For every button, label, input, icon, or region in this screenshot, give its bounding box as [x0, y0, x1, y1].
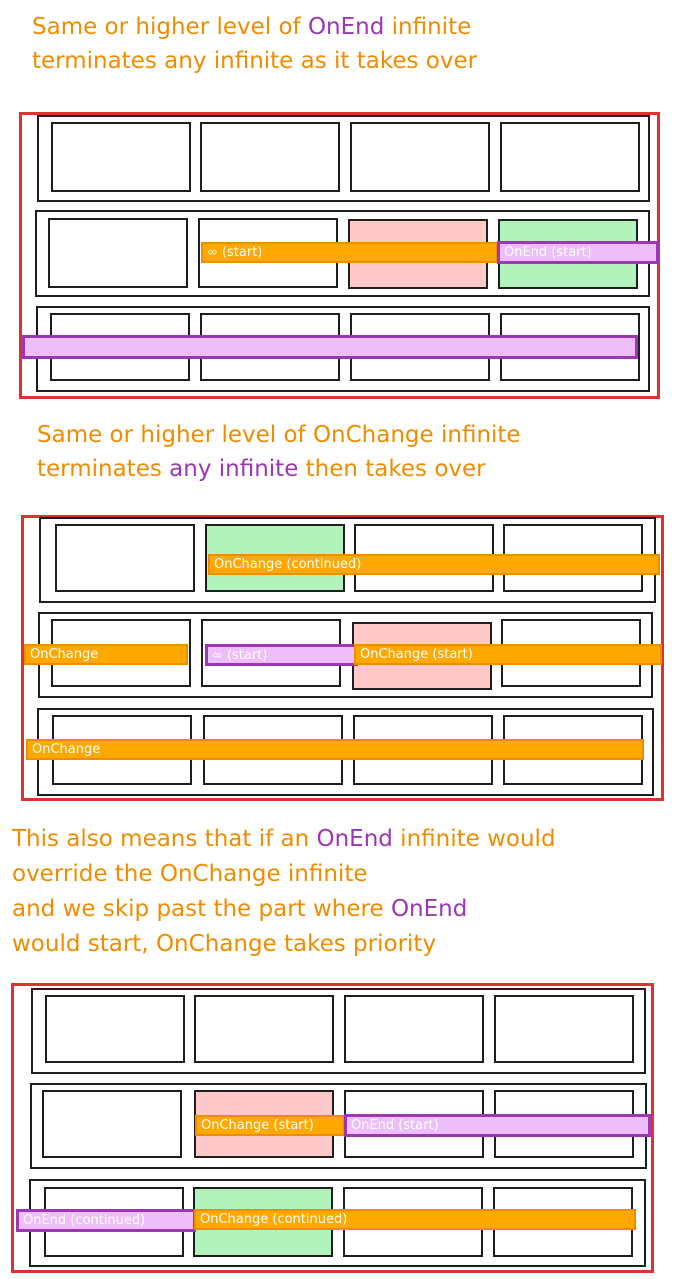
section3-caption-line2: override the OnChange infinite	[12, 861, 368, 887]
caption-text: Same or higher level of	[32, 14, 308, 40]
caption-text: then takes over	[298, 456, 486, 482]
section1-caption-line1: Same or higher level of OnEnd infinite	[32, 10, 471, 44]
section1-r1-cell3	[350, 122, 490, 192]
section3-r2-cell1	[42, 1090, 182, 1158]
section3-row1	[31, 988, 646, 1074]
section1-r1-cell4	[500, 122, 640, 192]
section2-caption-line1: Same or higher level of OnChange infinit…	[37, 422, 521, 448]
caption-highlight: OnEnd	[316, 826, 393, 852]
caption-text: infinite would	[392, 826, 556, 852]
section3-caption-line3: and we skip past the part where OnEnd	[12, 892, 467, 926]
section1-row1	[37, 115, 650, 202]
section2-onchange-start-bar: OnChange (start)	[354, 644, 662, 665]
section1-onend-full-bar	[22, 335, 638, 359]
section2-onchange-left-bar: OnChange	[24, 644, 188, 665]
caption-text: and we skip past the part where	[12, 896, 391, 922]
section2-frame	[21, 515, 664, 801]
section3-r1-cell4	[494, 995, 634, 1063]
section2-onchange-continued-bar: OnChange (continued)	[208, 554, 660, 575]
section3-caption-line4: would start, OnChange takes priority	[12, 931, 437, 957]
section1-infinite-start-bar: ∞ (start)	[201, 242, 498, 263]
section3-onend-continued-bar: OnEnd (continued)	[16, 1209, 196, 1232]
caption-highlight: OnEnd	[390, 896, 468, 922]
section2-onchange-full-bar: OnChange	[26, 739, 644, 760]
section3-r1-cell3	[344, 995, 484, 1063]
section1-r1-cell1	[51, 122, 191, 192]
section3-r1-cell1	[45, 995, 185, 1063]
section3-onchange-continued-bar: OnChange (continued)	[194, 1209, 636, 1230]
section1-caption-line2: terminates any infinite as it takes over	[32, 48, 478, 74]
caption-text: This also means that if an	[12, 826, 317, 852]
section3-frame	[11, 983, 654, 1273]
caption-highlight: any infinite	[169, 456, 299, 482]
caption-text: terminates	[37, 456, 170, 482]
section3-caption-line1: This also means that if an OnEnd infinit…	[12, 822, 556, 856]
section2-r1-cell1	[55, 524, 195, 592]
section3-onend-start-bar: OnEnd (start)	[344, 1114, 651, 1137]
section1-onend-start-bar: OnEnd (start)	[497, 241, 659, 264]
caption-text: infinite	[384, 14, 472, 40]
section1-r2-cell1	[48, 218, 188, 288]
caption-highlight: OnEnd	[307, 14, 385, 40]
section2-caption-line2: terminates any infinite then takes over	[37, 452, 486, 486]
section2-infinite-start-bar: ∞ (start)	[205, 644, 358, 666]
section3-onchange-start-bar: OnChange (start)	[195, 1115, 345, 1136]
section1-r1-cell2	[200, 122, 340, 192]
section3-r1-cell2	[194, 995, 334, 1063]
